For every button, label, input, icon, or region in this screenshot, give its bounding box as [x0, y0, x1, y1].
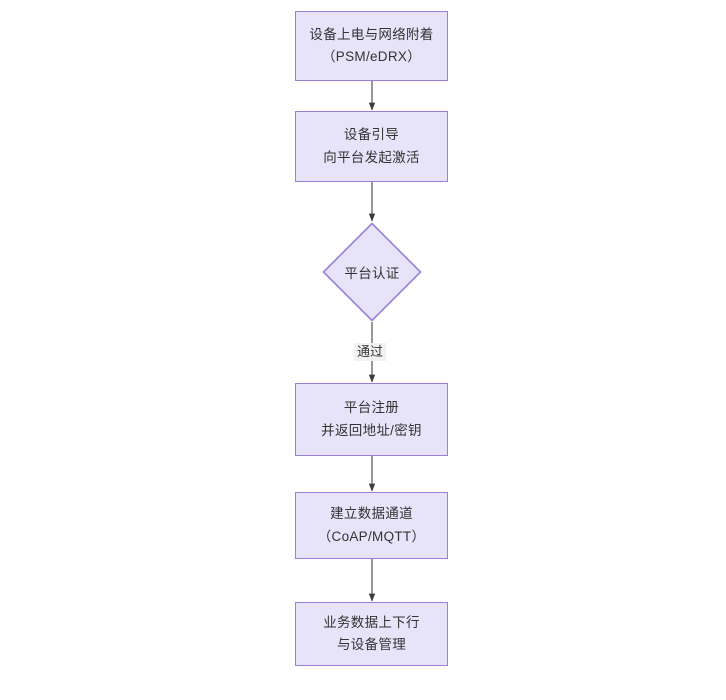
node-data-channel[interactable]: 建立数据通道 （CoAP/MQTT） — [295, 492, 448, 559]
node-platform-register[interactable]: 平台注册 并返回地址/密钥 — [295, 383, 448, 456]
diamond-shape — [322, 222, 422, 322]
node-line: 平台认证 — [344, 266, 400, 281]
node-line: 设备上电与网络附着 — [309, 26, 434, 42]
node-line: 建立数据通道 — [330, 506, 413, 522]
node-device-power-on[interactable]: 设备上电与网络附着 （PSM/eDRX） — [295, 11, 448, 81]
node-line: 业务数据上下行 — [323, 614, 420, 630]
node-line: 平台注册 — [343, 400, 400, 416]
node-platform-auth-decision[interactable]: 平台认证 — [322, 222, 422, 322]
node-line: 并返回地址/密钥 — [321, 422, 422, 438]
node-line: 设备引导 — [343, 127, 400, 143]
node-line: （PSM/eDRX） — [321, 49, 422, 64]
node-business-data[interactable]: 业务数据上下行 与设备管理 — [295, 602, 448, 666]
node-line: 向平台发起激活 — [323, 149, 420, 165]
node-device-bootstrap[interactable]: 设备引导 向平台发起激活 — [295, 111, 448, 182]
node-line: （CoAP/MQTT） — [317, 528, 426, 544]
node-line: 与设备管理 — [337, 637, 406, 652]
edge-label-pass: 通过 — [354, 343, 387, 361]
